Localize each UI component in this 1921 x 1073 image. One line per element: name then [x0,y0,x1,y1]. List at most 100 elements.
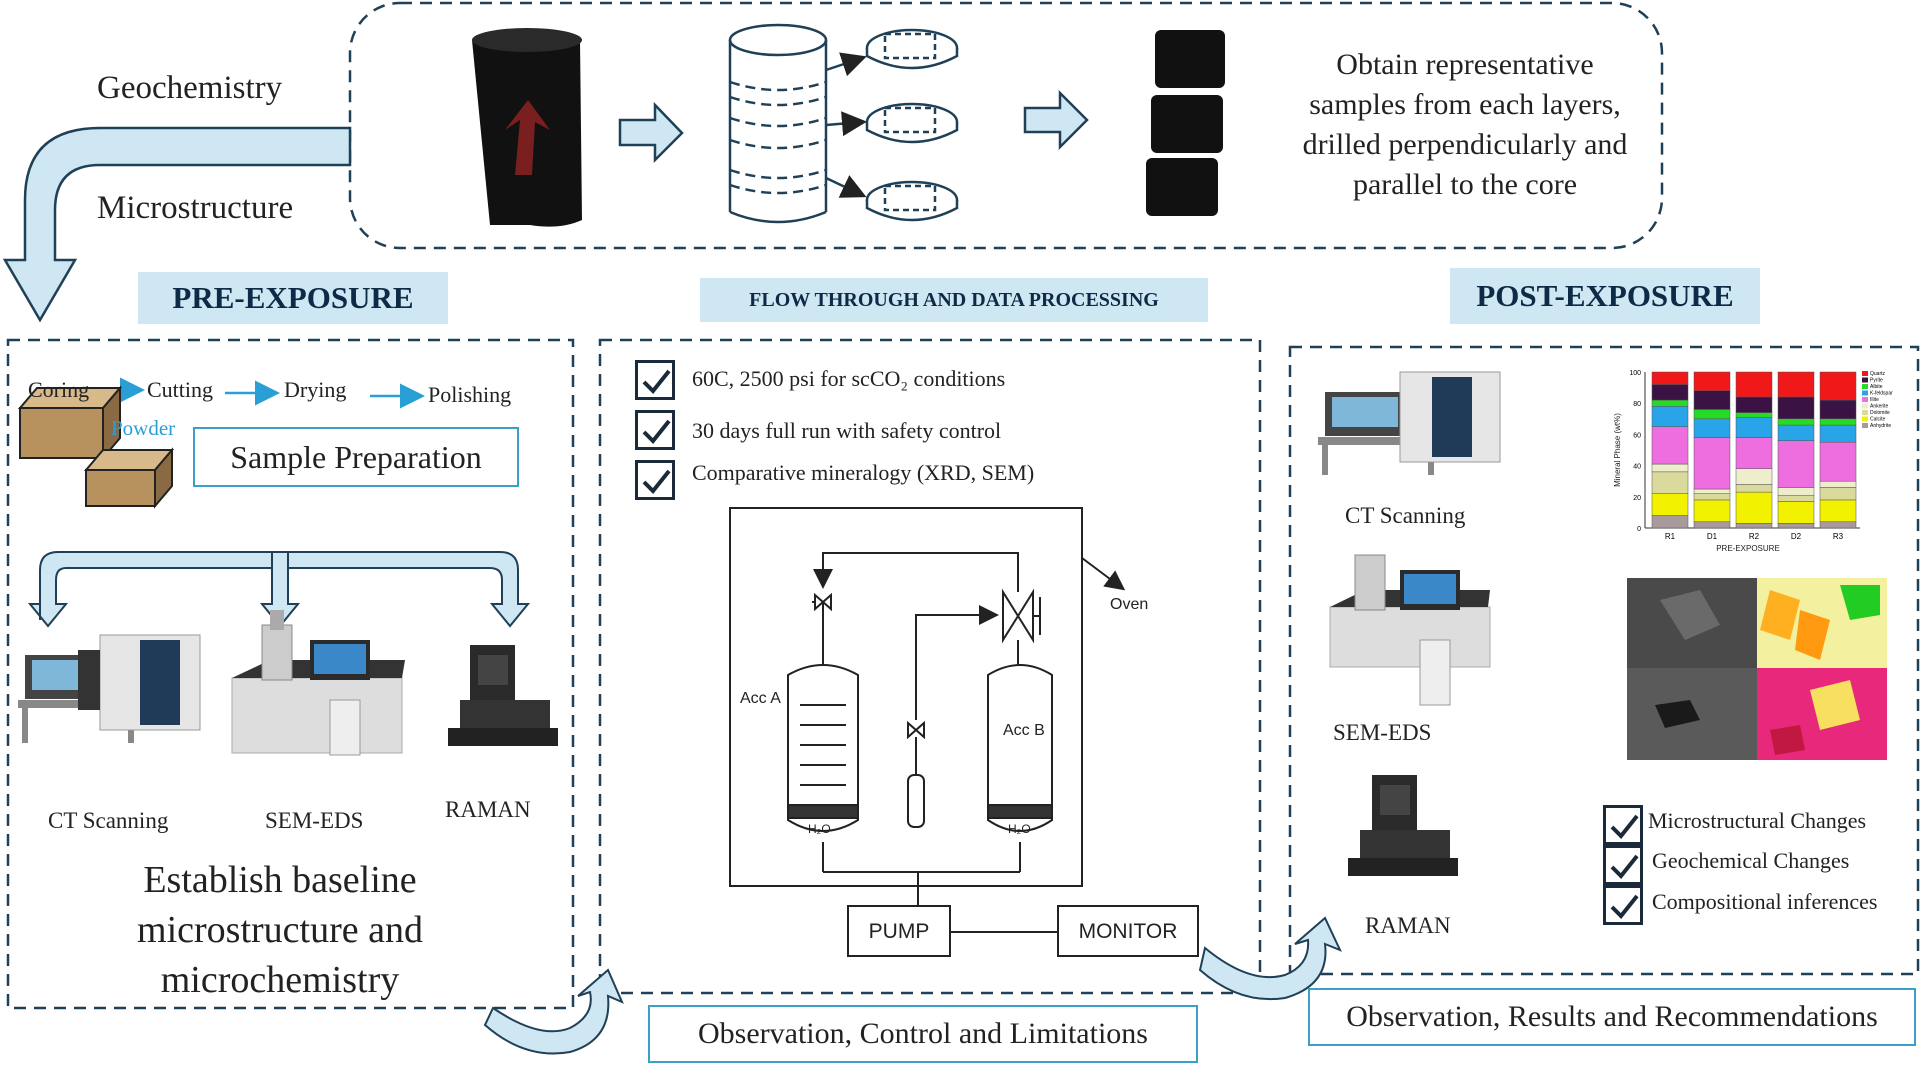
bar-R2-ankerite [1735,468,1773,485]
post-sem-eds-icon [1329,554,1491,706]
bar-R2-albite [1735,412,1773,418]
bar-R1-quartz [1651,371,1689,385]
bar-D2-anhydrite [1777,523,1815,529]
legend-label: Anhydrite [1870,423,1891,429]
x-tick-label: R2 [1749,532,1760,541]
x-tick-label: D1 [1707,532,1718,541]
chart-y-label: Mineral Phase (wt%) [1613,413,1622,487]
process-arrow-2 [1023,89,1089,151]
post-ct-scanner-icon [1318,371,1501,475]
bar-R1-ankerite [1651,463,1689,473]
oven-label: Oven [1110,596,1149,613]
bar-R3-albite [1819,418,1857,426]
bar-R3-k-feldspar [1819,424,1857,443]
ct-scanner-icon [18,634,201,743]
pump-label: PUMP [868,920,930,943]
acc-a-label: Acc A [740,690,781,707]
chart-x-label: PRE-EXPOSURE [1716,544,1780,553]
disc-icons [865,28,959,222]
step-coring: Coring [28,377,90,402]
sample-cubes-icon [1146,30,1225,216]
step-drying: Drying [284,377,347,402]
baseline-line-2: microstructure and [137,909,423,951]
flow-check-2-text: 30 days full run with safety control [692,418,1002,443]
observation-control-box: Observation, Control and Limitations [648,1005,1198,1063]
rock-samples-icon [17,385,175,509]
y-tick-label: 20 [1633,495,1641,502]
step-polishing: Polishing [428,382,512,407]
pre-ct-scanning-label: CT Scanning [48,808,169,833]
bar-R1-pyrite [1651,384,1689,401]
x-tick-label: R3 [1833,532,1844,541]
observation-results-box: Observation, Results and Recommendations [1308,988,1916,1046]
acc-a-h2o-label: H₂O [808,822,831,836]
obtain-text: Obtain representative samples from each … [1280,45,1650,205]
obtain-line-1: Obtain representative [1336,48,1594,81]
bar-R3-quartz [1819,371,1857,401]
post-check-1-box [1603,805,1643,845]
bar-D2-illite [1777,440,1815,488]
check-icon [1610,894,1639,919]
legend-swatch [1862,397,1868,402]
bar-R2-calcite [1735,491,1773,524]
y-tick-label: 80 [1633,401,1641,408]
flow-through-title: FLOW THROUGH AND DATA PROCESSING [700,278,1208,322]
bar-R1-anhydrite [1651,515,1689,529]
legend-swatch [1862,384,1868,389]
legend-swatch [1862,410,1868,415]
legend-label: Quartz [1870,371,1886,377]
sem-eds-icon [231,610,405,756]
bar-R2-pyrite [1735,396,1773,413]
bar-D2-pyrite [1777,396,1815,420]
legend-swatch [1862,390,1868,396]
pre-exposure-box [6,338,575,1010]
bar-R1-albite [1651,399,1689,407]
bar-D1-dolomite [1693,493,1731,501]
post-exposure-box [1288,345,1920,976]
legend-swatch [1862,377,1868,383]
bar-D1-illite [1693,437,1731,490]
post-sem-eds-label: SEM-EDS [1333,720,1432,745]
bar-R1-calcite [1651,493,1689,516]
x-tick-label: R1 [1665,532,1676,541]
post-check-3-text: Compositional inferences [1652,889,1878,914]
microstructure-label: Microstructure [97,190,294,226]
post-check-2-text: Geochemical Changes [1652,848,1850,873]
monitor-label: MONITOR [1078,920,1178,943]
bar-R3-illite [1819,441,1857,482]
post-raman-icon [1348,775,1458,876]
bar-D1-k-feldspar [1693,418,1731,438]
legend-swatch [1862,371,1868,376]
bar-R3-dolomite [1819,487,1857,501]
legend-label: Ankerite [1870,404,1889,410]
sem-image-mosaic [1627,578,1887,760]
baseline-line-3: microchemistry [160,959,400,1001]
pre-raman-label: RAMAN [445,797,531,822]
sample-preparation-box: Sample Preparation [193,427,519,487]
check-icon [1610,814,1639,839]
transition-arrow-1 [483,968,624,1055]
check-icon [642,369,671,394]
legend-label: Illite [1870,397,1879,403]
bar-R2-k-feldspar [1735,416,1773,438]
bar-R2-illite [1735,437,1773,469]
bar-D1-albite [1693,409,1731,420]
step-cutting: Cutting [147,377,214,402]
bar-R3-ankerite [1819,480,1857,488]
flow-check-3-box [635,460,675,500]
bar-D1-quartz [1693,371,1731,391]
legend-label: K-feldspar [1870,391,1893,397]
x-tick-label: D2 [1791,532,1802,541]
legend-label: Pyrite [1870,378,1883,384]
post-exposure-title: POST-EXPOSURE [1450,268,1760,324]
legend-swatch [1862,416,1868,422]
branch-arrows [27,551,531,628]
y-tick-label: 40 [1633,464,1641,471]
post-check-2-box [1603,845,1643,885]
post-ct-scanning-label: CT Scanning [1345,503,1466,528]
bar-D2-ankerite [1777,487,1815,496]
legend-swatch [1862,403,1868,409]
bar-R1-k-feldspar [1651,406,1689,427]
core-sampling-box [348,1,1664,250]
